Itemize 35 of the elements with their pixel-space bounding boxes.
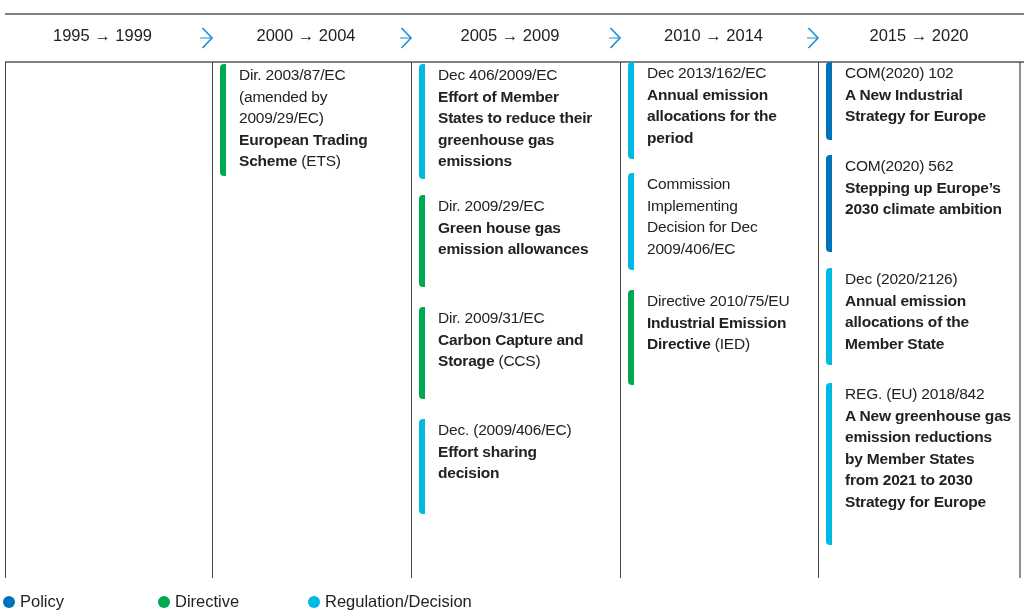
- document-reference: Dir. 2009/29/EC: [438, 196, 546, 216]
- legend-label: Policy: [20, 592, 64, 611]
- document-title: Stepping up Europe’s 2030 climate ambition: [845, 177, 1003, 219]
- document-title: Effort of Member States to reduce their greenhouse gas emissions: [438, 86, 594, 171]
- chevron-arrow: [806, 27, 819, 49]
- document-title: Annual emission allocations for the period: [647, 84, 778, 148]
- document-reference: Dec. (2009/406/EC): [438, 420, 573, 440]
- period-heading: 2010 → 2014: [663, 26, 764, 45]
- document-reference: Dec 2013/162/EC: [647, 63, 768, 83]
- period-heading: 1995 → 1999: [52, 26, 153, 45]
- document-title: European Trading Scheme (ETS): [239, 129, 369, 171]
- chevron-arrow: [399, 27, 412, 49]
- document-title: Carbon Capture and Storage (CCS): [438, 329, 585, 371]
- document-title: A New greenhouse gas emission reductions by Member States from 2021 to 2030 Strategy for Europe: [845, 405, 1012, 512]
- period-heading: 2015 → 2020: [869, 26, 969, 45]
- document-reference: Dec (2020/2126): [845, 269, 959, 289]
- document-title: Industrial Emission Directive (IED): [647, 312, 788, 354]
- document-reference: Dir. 2009/31/EC: [438, 308, 546, 328]
- period-heading: 2005 → 2009: [460, 26, 560, 45]
- document-reference: Dec 406/2009/EC: [438, 65, 559, 85]
- document-reference: Directive 2010/75/EU: [647, 291, 791, 311]
- document-title: Effort sharing decision: [438, 441, 538, 483]
- document-title: Commission Implementing Decision for Dec 2009/406/EC: [647, 174, 759, 259]
- document-title: Green house gas emission allowances: [438, 217, 590, 259]
- document-reference: Dir. 2003/87/EC (amended by 2009/29/EC): [239, 65, 347, 128]
- document-title: Annual emission allocations of the Member State: [845, 290, 970, 354]
- chevron-arrow: [608, 27, 621, 49]
- legend-label: Directive: [175, 592, 240, 611]
- document-reference: COM(2020) 102: [845, 63, 955, 83]
- document-title: A New Industrial Strategy for Europe: [845, 84, 987, 126]
- period-heading: 2000 → 2004: [256, 26, 356, 45]
- document-reference: COM(2020) 562: [845, 156, 955, 176]
- chevron-arrow: [199, 27, 213, 49]
- legend-label: Regulation/Decision: [325, 592, 472, 611]
- document-reference: REG. (EU) 2018/842: [845, 384, 986, 404]
